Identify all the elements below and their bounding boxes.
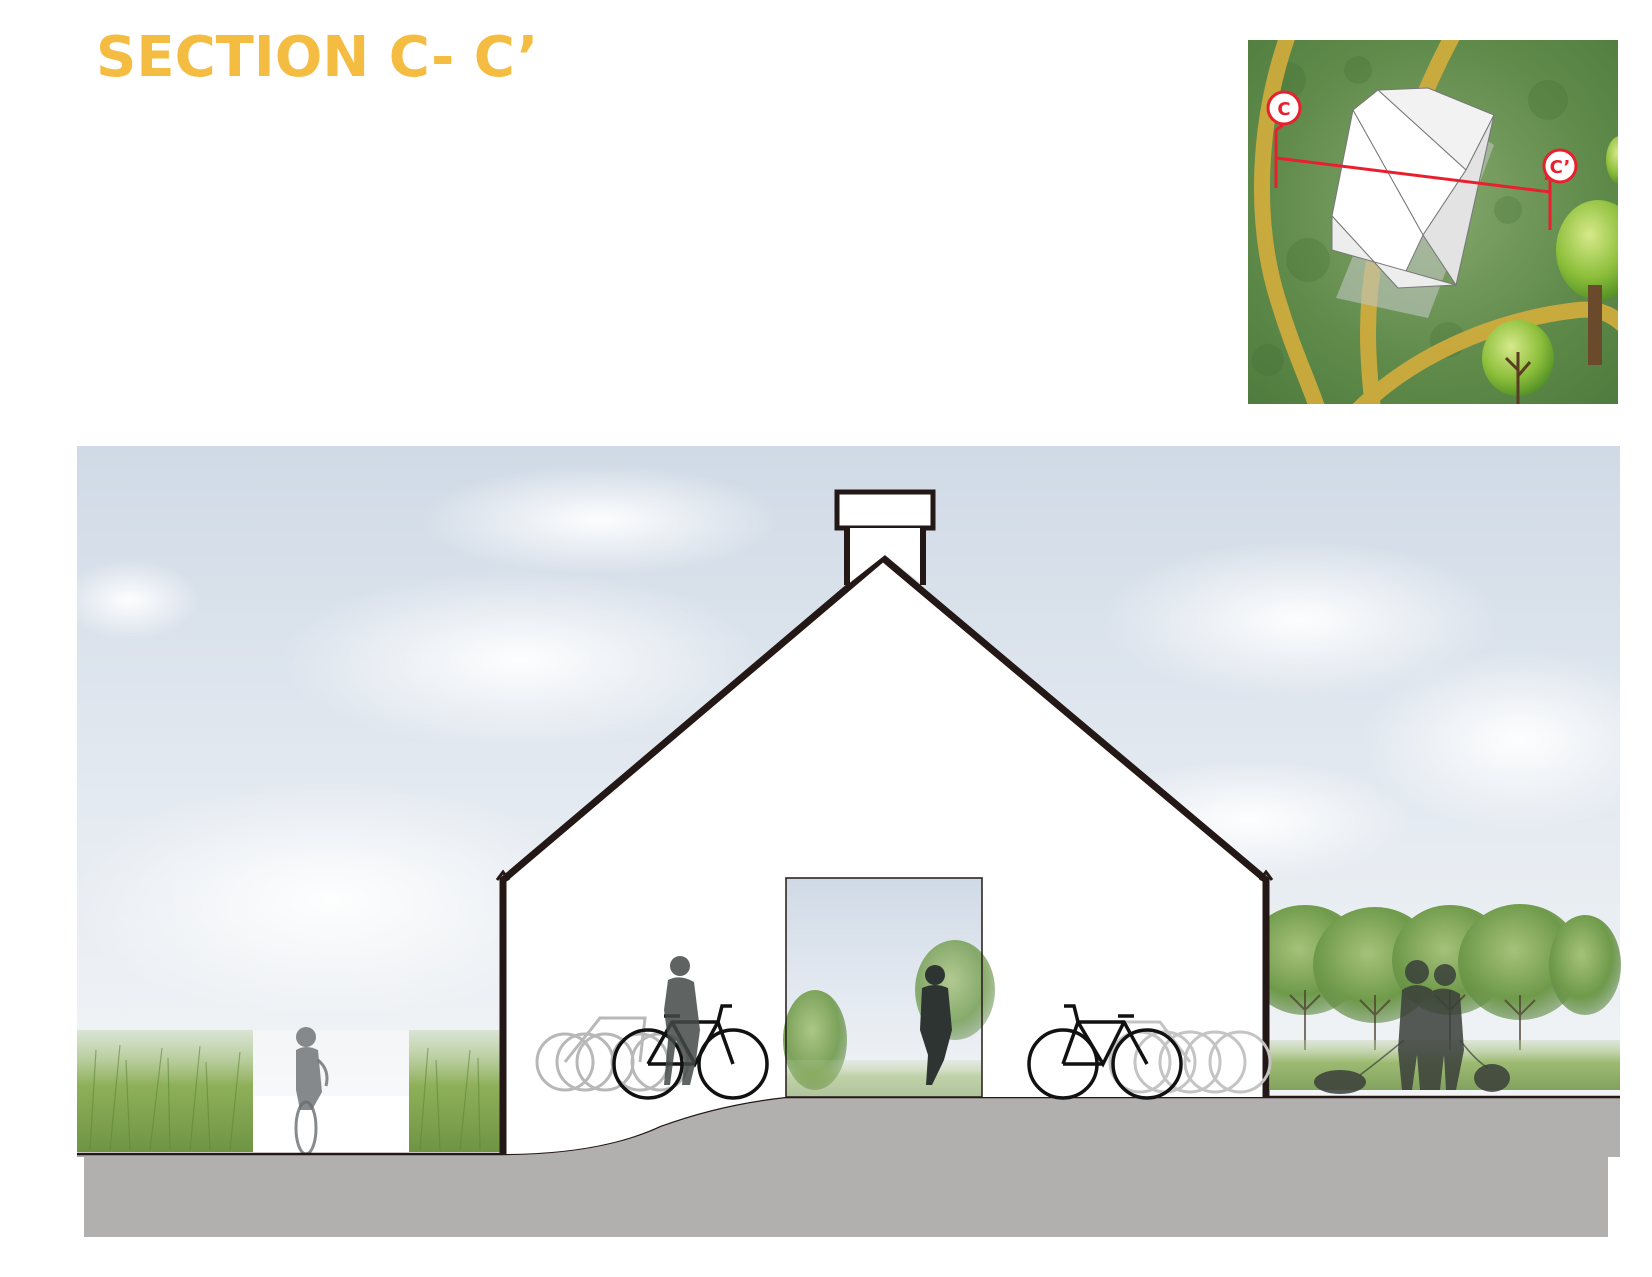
people-walking-dogs xyxy=(1314,960,1510,1094)
building-interior xyxy=(503,562,1266,1154)
section-title: SECTION C- C’ xyxy=(96,25,539,90)
cyclist-left-bike xyxy=(294,1058,329,1156)
bike-left xyxy=(612,1004,769,1100)
trees-right xyxy=(1245,904,1621,1050)
tree-icon-top-right xyxy=(1606,136,1618,184)
section-marker-start: C xyxy=(1266,90,1302,126)
sky-background xyxy=(77,446,1620,1096)
section-marker-end-label: C’ xyxy=(1550,157,1571,178)
tree-through-door-left xyxy=(783,990,847,1090)
building-block-icon xyxy=(1331,87,1495,318)
bike-right xyxy=(1027,1004,1183,1100)
section-marker-start-label: C xyxy=(1277,99,1290,120)
section-marker-end: C’ xyxy=(1542,148,1578,184)
ground-slab xyxy=(84,1157,1608,1237)
tree-icon-right xyxy=(1556,200,1618,365)
building-outline xyxy=(499,553,1270,1154)
cyclist-doorway xyxy=(920,965,952,1085)
ground-line xyxy=(77,1095,1620,1156)
chimney xyxy=(834,489,936,585)
person-with-bike xyxy=(664,956,700,1085)
bike-rack-right-faded xyxy=(1100,1020,1272,1094)
grass-interior xyxy=(508,1062,748,1130)
tree-icon-bottom xyxy=(1482,320,1554,404)
cyclist-left xyxy=(296,1027,322,1110)
grass-right xyxy=(1270,1040,1620,1090)
bike-rack-left-faded xyxy=(535,1016,690,1092)
key-plan-map: C C’ xyxy=(1248,40,1618,404)
doorway-frame xyxy=(785,877,983,1098)
doorway-opening xyxy=(786,878,982,1097)
grass-left xyxy=(77,1030,501,1152)
tree-through-door-right xyxy=(915,940,995,1040)
ground-ramp xyxy=(77,1097,1620,1157)
dog-leashes xyxy=(1359,1039,1489,1076)
clouds xyxy=(60,465,1652,1020)
